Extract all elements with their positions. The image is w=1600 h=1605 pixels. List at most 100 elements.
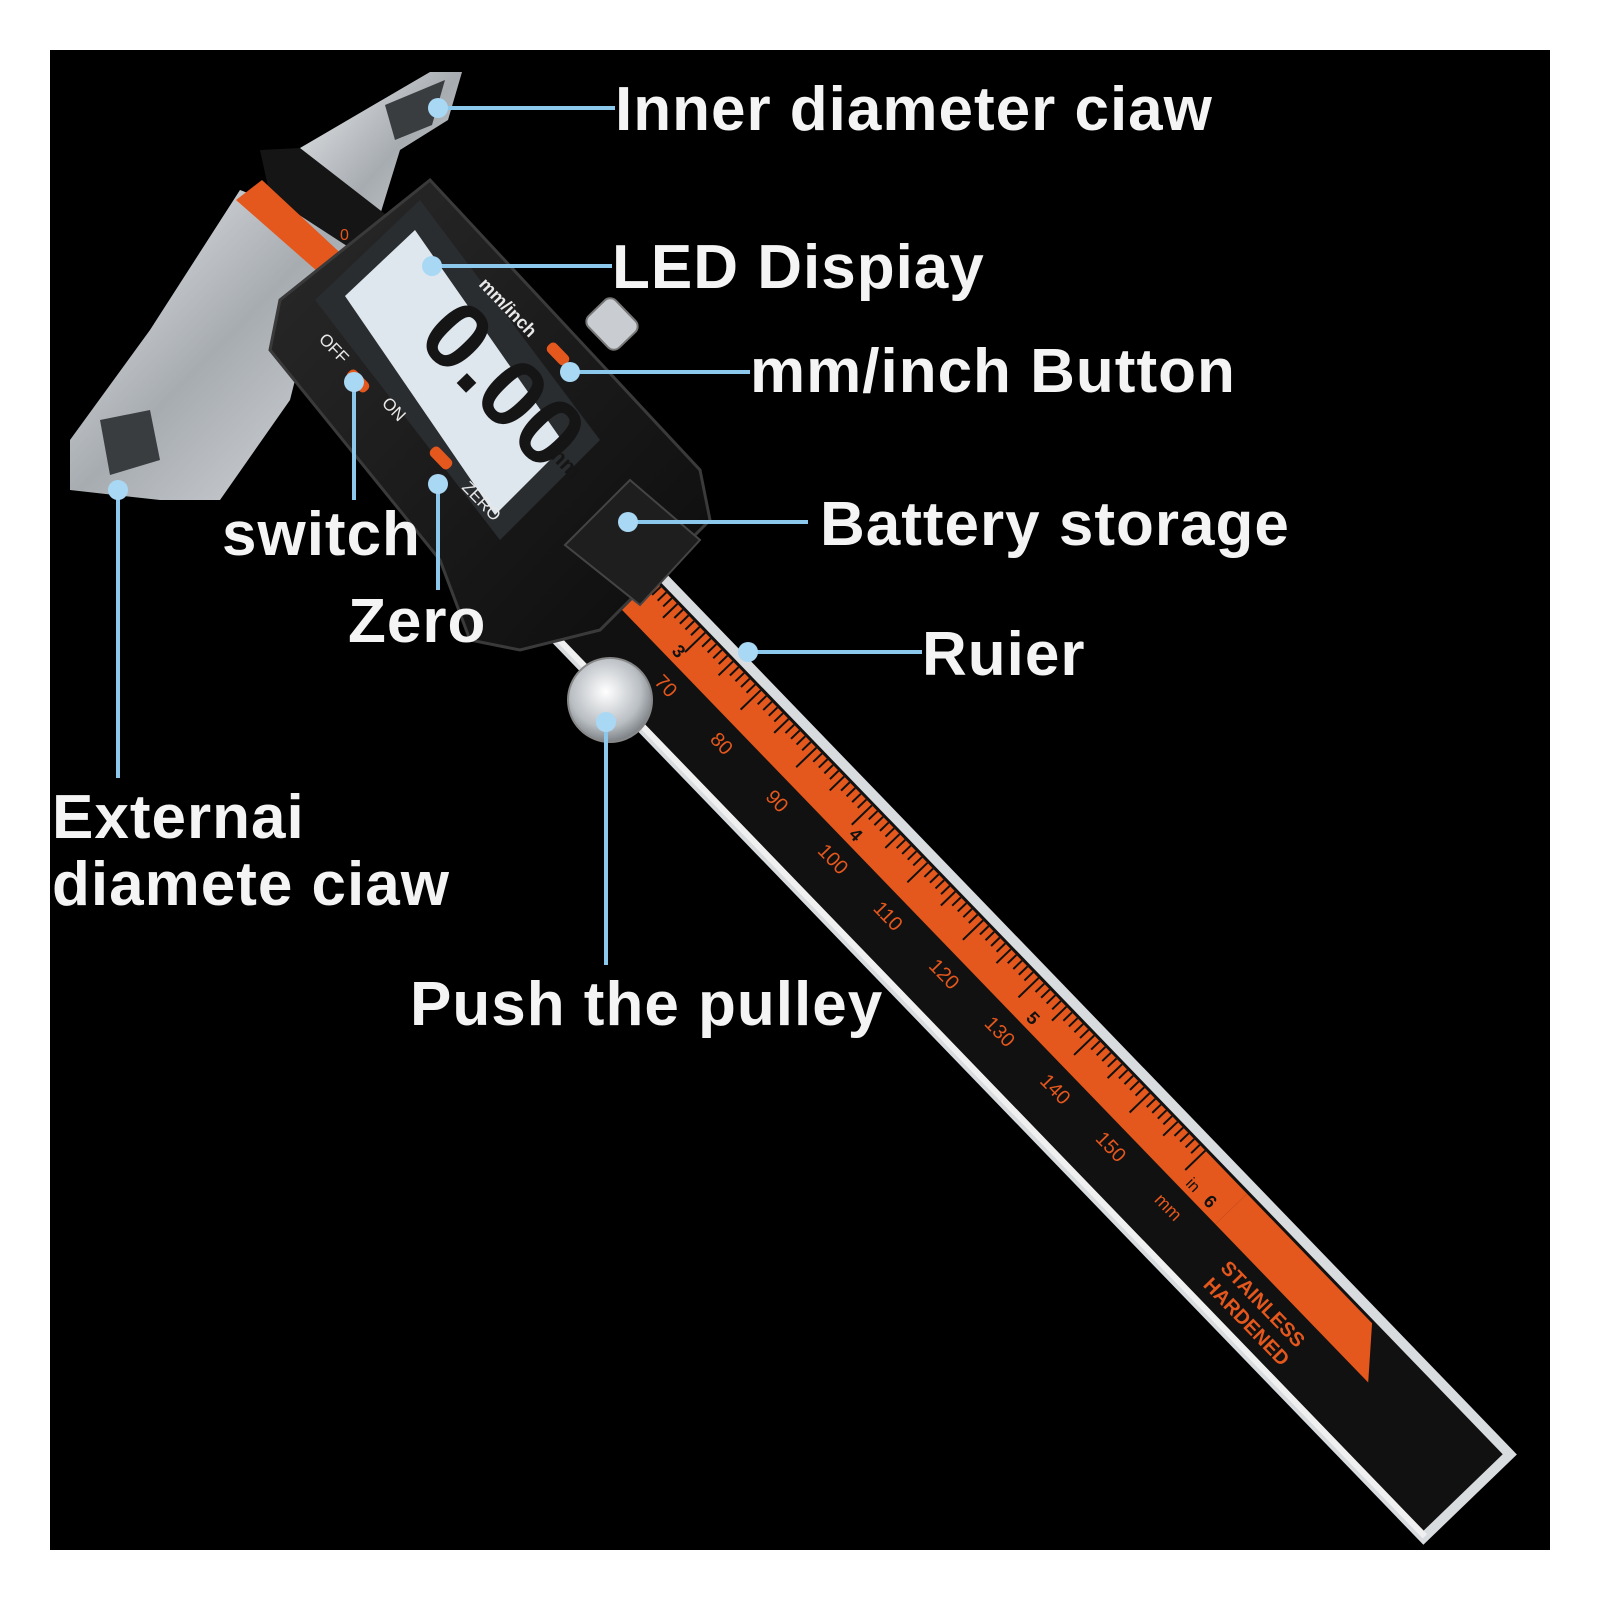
ruler-tick	[1017, 977, 1040, 999]
ruler-tick	[1034, 982, 1045, 993]
beam-edge	[540, 620, 1428, 1539]
ruler-tick	[718, 654, 729, 665]
ruler-tick	[1045, 994, 1056, 1005]
ruler-tick	[818, 758, 829, 769]
ruler-tick	[1151, 1103, 1162, 1114]
ruler-tick	[1106, 1063, 1123, 1079]
dot-pulley	[596, 712, 616, 732]
ruler-tick	[984, 931, 995, 941]
display-body: 0.00 mm mm/inch OFF ON ZERO	[268, 177, 712, 652]
ruler-tick	[968, 913, 979, 924]
ruler-tick	[1095, 1046, 1107, 1057]
ruler-tick	[756, 695, 768, 706]
ruler-tick	[1073, 1034, 1095, 1056]
dot-switch	[344, 372, 364, 392]
dot-inner-claw	[428, 98, 448, 118]
ruler-tick	[684, 620, 695, 631]
ruler-tick	[679, 614, 690, 625]
ruler-tick	[651, 585, 662, 596]
ruler-tick	[1129, 1080, 1140, 1091]
zero-button[interactable]	[428, 444, 455, 471]
ruler-tick	[1184, 1149, 1207, 1171]
ruler-tick	[1018, 965, 1029, 976]
ruler-tick	[1107, 1057, 1118, 1068]
ruler-tick	[1079, 1029, 1090, 1039]
ruler-tick	[790, 729, 801, 740]
ruler-tick	[729, 666, 740, 677]
ruler-tick	[1051, 1005, 1068, 1022]
label-switch: switch	[222, 500, 421, 569]
ruler-tick	[1134, 1086, 1145, 1097]
label-external-claw-line1: Externai	[52, 783, 305, 852]
mm-inch-button[interactable]	[545, 340, 572, 367]
ruler-tick	[684, 631, 706, 653]
ruler-tick	[851, 793, 862, 803]
ruler-tick	[1068, 1017, 1079, 1028]
label-led-display: LED Dispiay	[612, 233, 985, 302]
ruler-tick	[879, 821, 890, 832]
battery-cover	[563, 478, 702, 607]
ruler-tick	[829, 770, 840, 780]
ruler-tick	[1173, 1126, 1184, 1137]
ruler-tick	[901, 844, 912, 855]
lock-screw[interactable]	[583, 295, 641, 353]
ruler-tick	[990, 936, 1001, 947]
ruler-orange-taper	[1215, 1193, 1373, 1383]
ruler-tick	[673, 608, 684, 619]
ruler-tick	[1051, 1000, 1062, 1011]
ruler-tick	[712, 649, 723, 659]
pulley-wheel[interactable]	[567, 657, 653, 743]
ruler-orange-strip	[590, 546, 1248, 1225]
ruler-tick	[1128, 1092, 1151, 1114]
ruler-tick	[929, 873, 940, 884]
ruler-tick	[840, 781, 851, 792]
ruler-tick	[801, 741, 812, 752]
ruler-ticks	[628, 574, 1207, 1171]
ruler-tick	[957, 902, 968, 913]
ruler-tick	[907, 850, 918, 861]
ruler-tick	[1101, 1052, 1112, 1062]
ruler-tick	[912, 856, 923, 867]
ruler-tick	[962, 919, 984, 941]
inner-claw-slot	[385, 80, 445, 140]
ruler-beam: 70 80 90 100 110 120 130 140 150 3 4 5 6…	[534, 533, 1517, 1545]
ruler-tick	[706, 643, 718, 654]
ruler-tick	[1184, 1138, 1195, 1149]
ruler-tick	[962, 908, 973, 918]
label-ruler: Ruier	[922, 620, 1085, 689]
ruler-tick	[784, 724, 795, 734]
dot-ruler	[738, 642, 758, 662]
ruler-tick	[795, 735, 806, 746]
ruler-tick	[701, 637, 712, 648]
ruler-tick	[884, 833, 901, 849]
dot-led-display	[422, 256, 442, 276]
ruler-tick	[851, 804, 873, 826]
ruler-tick	[884, 827, 895, 838]
ruler-tick	[662, 603, 679, 619]
ruler-tick	[868, 810, 879, 821]
external-claw-notch	[100, 410, 160, 475]
ruler-tick	[740, 677, 751, 688]
dot-external-claw	[108, 480, 128, 500]
ruler-tick	[717, 660, 734, 677]
ruler-tick	[923, 867, 934, 878]
ruler-tick	[1179, 1132, 1190, 1143]
ruler-tick	[829, 775, 845, 792]
ruler-tick	[739, 689, 762, 711]
ruler-tick	[1190, 1144, 1201, 1154]
ruler-tick	[1023, 971, 1034, 982]
ruler-tick	[1012, 959, 1023, 970]
ruler-tick	[845, 787, 856, 798]
label-external-claw-line2: diamete ciaw	[52, 850, 450, 919]
ruler-tick	[873, 816, 884, 826]
ruler-tick	[1007, 954, 1018, 964]
ruler-tick	[895, 839, 906, 849]
ruler-tick	[773, 712, 784, 723]
ruler-tick	[1162, 1121, 1179, 1137]
label-battery: Battery storage	[820, 490, 1290, 559]
ruler-tick	[812, 752, 823, 763]
ruler-tick	[940, 885, 951, 895]
ruler-tick	[995, 948, 1012, 964]
